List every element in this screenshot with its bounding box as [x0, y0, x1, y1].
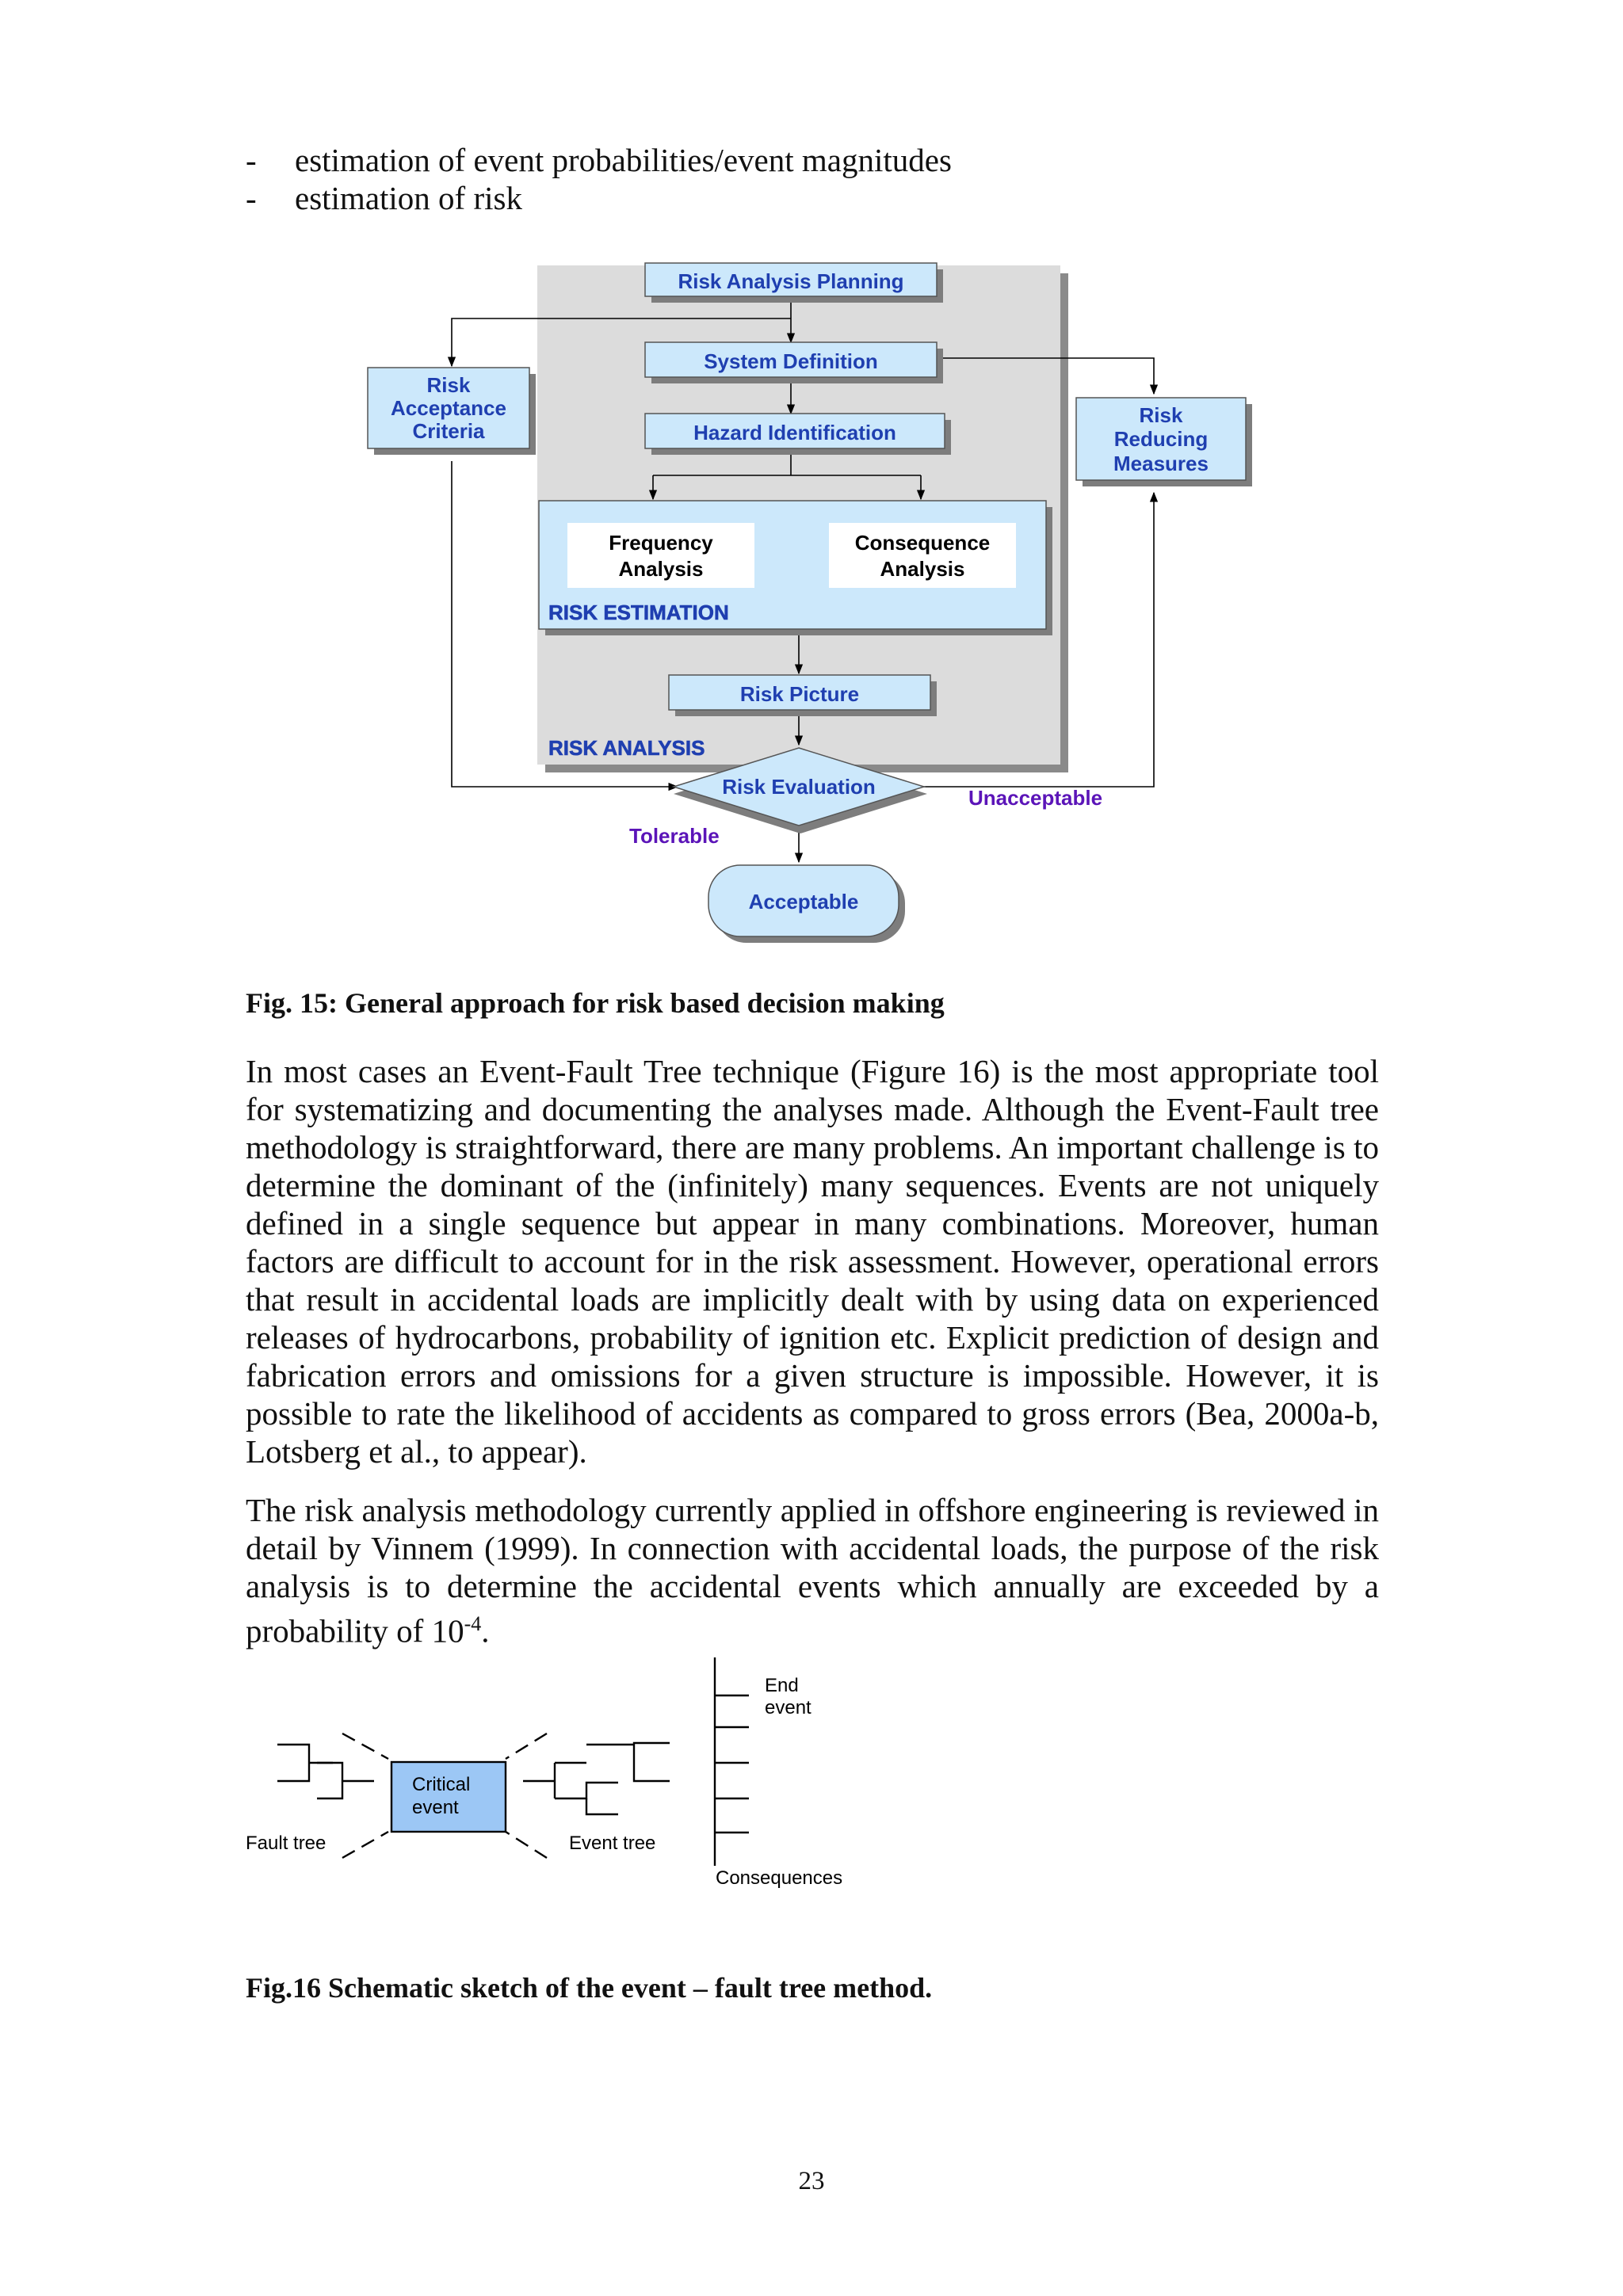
risk-acceptance-criteria-line: Risk [427, 373, 471, 397]
risk-analysis-planning-label: Risk Analysis Planning [678, 269, 903, 293]
end-event-line: End [765, 1675, 799, 1696]
hazard-identification-label: Hazard Identification [693, 421, 896, 444]
risk-acceptance-criteria-line: Criteria [412, 419, 485, 443]
risk-analysis-label: RISK ANALYSIS [548, 736, 705, 760]
page-number: 23 [798, 2167, 825, 2195]
risk-picture-box [668, 674, 931, 711]
risk-picture-label: Risk Picture [740, 682, 859, 706]
risk-acceptance-criteria-box [367, 367, 530, 449]
tolerable-label: Tolerable [629, 824, 720, 848]
consequence-analysis-line: Consequence [855, 531, 991, 555]
figure-15-caption: Fig. 15: General approach for risk based… [246, 987, 945, 1019]
consequences-label: Consequences [716, 1867, 842, 1889]
bullet-text: estimation of risk [295, 180, 522, 216]
risk-estimation-label: RISK ESTIMATION [548, 601, 729, 624]
risk-reducing-measures-line: Measures [1113, 452, 1209, 475]
paragraph-text: . [481, 1612, 490, 1650]
risk-analysis-planning-box [644, 262, 938, 297]
body-paragraph: In most cases an Event-Fault Tree techni… [246, 1053, 1379, 1470]
figure-16-caption: Fig.16 Schematic sketch of the event – f… [246, 1972, 933, 2004]
event-tree-label: Event tree [569, 1833, 655, 1854]
unacceptable-label: Unacceptable [968, 786, 1102, 810]
risk-evaluation-label: Risk Evaluation [722, 775, 876, 799]
risk-analysis-flow-diagram: Risk Analysis Planning System Definition… [367, 262, 1252, 943]
risk-reducing-measures-box [1075, 397, 1247, 481]
risk-evaluation-diamond [671, 747, 926, 826]
frequency-analysis-line: Analysis [619, 557, 704, 581]
paragraph-text: The risk analysis methodology currently … [246, 1492, 1379, 1650]
system-definition-label: System Definition [704, 349, 878, 373]
risk-reducing-measures-line: Risk [1140, 403, 1183, 427]
system-definition-box [644, 341, 938, 378]
critical-event-line: event [412, 1797, 459, 1818]
frequency-analysis-box [567, 523, 754, 588]
bullet-dash: - [246, 180, 257, 216]
frequency-analysis-line: Frequency [609, 531, 713, 555]
acceptable-label: Acceptable [749, 890, 859, 913]
consequence-analysis-box [829, 523, 1016, 588]
bullet-dash: - [246, 142, 257, 178]
end-event-line: event [765, 1697, 812, 1718]
body-paragraph: The risk analysis methodology currently … [246, 1491, 1379, 1650]
fault-tree-label: Fault tree [246, 1833, 326, 1854]
critical-event-box [390, 1760, 507, 1833]
critical-event-line: Critical [412, 1774, 470, 1795]
risk-acceptance-criteria-line: Acceptance [391, 396, 506, 420]
exponent: -4 [464, 1612, 482, 1635]
acceptable-box [708, 864, 899, 937]
risk-reducing-measures-line: Reducing [1114, 427, 1208, 451]
consequence-analysis-line: Analysis [880, 557, 965, 581]
hazard-identification-box [644, 413, 945, 449]
bullet-text: estimation of event probabilities/event … [295, 142, 952, 178]
